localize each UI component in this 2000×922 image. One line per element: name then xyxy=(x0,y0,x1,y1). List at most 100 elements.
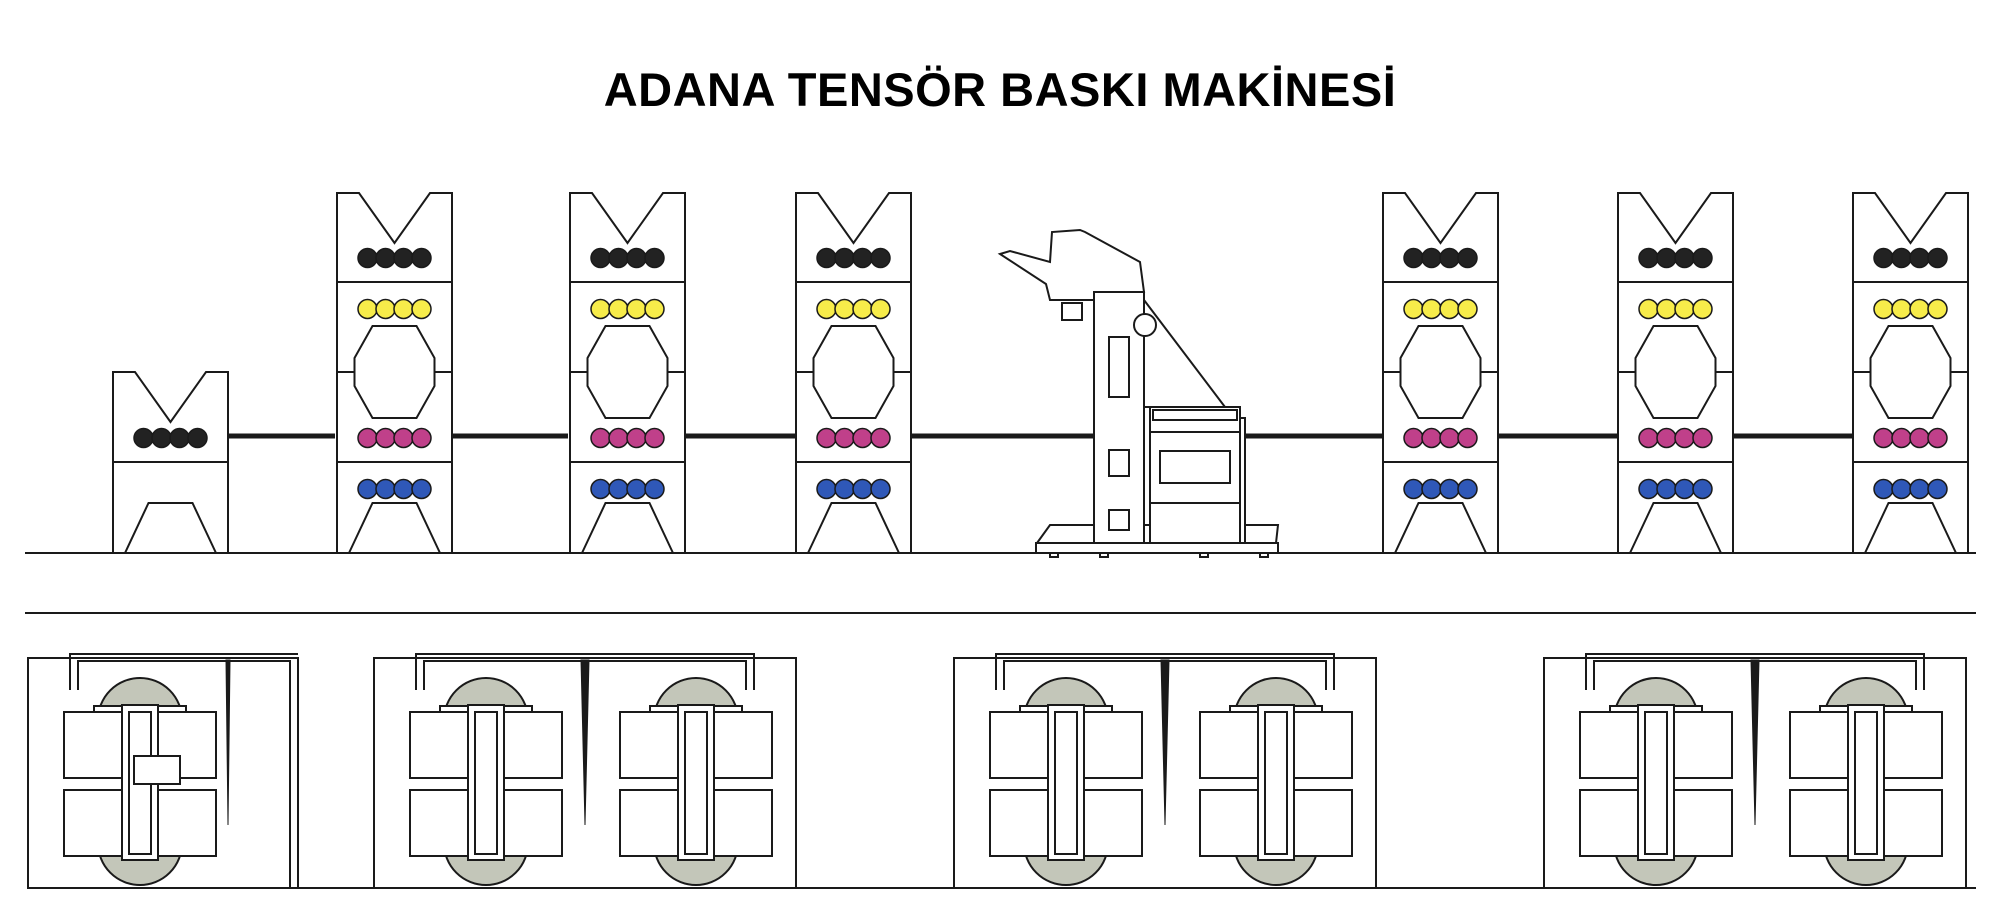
folder-unit xyxy=(997,228,1280,558)
frame-inner xyxy=(1054,711,1078,855)
roller xyxy=(1927,427,1948,449)
pad xyxy=(1083,789,1143,857)
doctor-blade xyxy=(225,659,231,826)
print-unit-2 xyxy=(569,192,686,554)
roller xyxy=(357,298,378,320)
ink-rollers-magenta xyxy=(816,427,891,449)
roller xyxy=(1909,478,1930,500)
roller xyxy=(357,478,378,500)
roller xyxy=(393,478,414,500)
ink-rollers-black xyxy=(590,247,665,269)
roller xyxy=(375,478,396,500)
gantry xyxy=(69,653,298,690)
ink-rollers-yellow xyxy=(357,298,432,320)
doctor-blade xyxy=(1160,659,1170,826)
print-unit-3 xyxy=(795,192,912,554)
column-window xyxy=(1108,509,1130,531)
roller xyxy=(608,478,629,500)
roller xyxy=(1421,427,1442,449)
support-strut xyxy=(1143,297,1228,408)
roller xyxy=(1638,427,1659,449)
roller xyxy=(1656,478,1677,500)
roller xyxy=(411,478,432,500)
roller xyxy=(187,427,208,449)
roller xyxy=(393,298,414,320)
roller xyxy=(852,478,873,500)
plan-unit-1 xyxy=(27,653,299,889)
frame-inner xyxy=(474,711,498,855)
pad xyxy=(989,711,1049,779)
unwind-unit xyxy=(112,371,229,554)
ink-rollers-yellow xyxy=(1638,298,1713,320)
pad xyxy=(619,789,679,857)
roller xyxy=(1909,298,1930,320)
roller xyxy=(1891,478,1912,500)
column-window xyxy=(1108,449,1130,477)
pad xyxy=(1673,711,1733,779)
pad xyxy=(409,711,469,779)
roller xyxy=(1873,298,1894,320)
ink-rollers-yellow xyxy=(816,298,891,320)
roller xyxy=(626,247,647,269)
roller xyxy=(608,298,629,320)
roller xyxy=(644,247,665,269)
pad xyxy=(409,789,469,857)
roller xyxy=(357,427,378,449)
roller xyxy=(816,427,837,449)
ink-rollers-black xyxy=(1873,247,1948,269)
frame-inner xyxy=(684,711,708,855)
roller xyxy=(852,427,873,449)
frame-inner xyxy=(1854,711,1878,855)
roller xyxy=(1674,298,1695,320)
plan-unit-4 xyxy=(1543,653,1967,889)
pad xyxy=(1293,789,1353,857)
roller xyxy=(1439,247,1460,269)
roller xyxy=(852,298,873,320)
ink-rollers-yellow xyxy=(1403,298,1478,320)
doctor-blade xyxy=(1750,659,1760,826)
pad xyxy=(1883,711,1943,779)
roller xyxy=(1457,247,1478,269)
plan-station-1 xyxy=(409,677,563,886)
gantry-inner xyxy=(77,660,291,888)
roller xyxy=(590,247,611,269)
roller xyxy=(1439,298,1460,320)
pad xyxy=(63,711,123,779)
impression-cylinder xyxy=(353,325,436,419)
pad xyxy=(713,789,773,857)
roller xyxy=(1909,427,1930,449)
roller xyxy=(608,247,629,269)
ink-rollers-yellow xyxy=(590,298,665,320)
roller xyxy=(1674,478,1695,500)
diagram-title: ADANA TENSÖR BASKI MAKİNESİ xyxy=(603,63,1397,116)
ink-rollers-black xyxy=(357,247,432,269)
roller xyxy=(644,298,665,320)
roller xyxy=(834,247,855,269)
frame-inner xyxy=(1264,711,1288,855)
ink-rollers-black xyxy=(1638,247,1713,269)
roller xyxy=(133,427,154,449)
pulley xyxy=(1133,313,1157,337)
roller xyxy=(1656,298,1677,320)
plan-station-1 xyxy=(1579,677,1733,886)
plan-station-1 xyxy=(989,677,1143,886)
column-window xyxy=(1108,336,1130,398)
gantry xyxy=(415,653,755,690)
roller xyxy=(375,247,396,269)
roller xyxy=(870,298,891,320)
roller xyxy=(1692,298,1713,320)
ink-rollers-blue xyxy=(816,478,891,500)
roller xyxy=(590,298,611,320)
frame-inner xyxy=(1644,711,1668,855)
pad xyxy=(989,789,1049,857)
pad xyxy=(1883,789,1943,857)
print-unit-5 xyxy=(1617,192,1734,554)
pad xyxy=(1579,789,1639,857)
roller xyxy=(590,478,611,500)
base-notch xyxy=(348,502,441,554)
plan-station-1 xyxy=(63,677,217,886)
roller xyxy=(1692,427,1713,449)
pad xyxy=(713,711,773,779)
roller xyxy=(644,478,665,500)
